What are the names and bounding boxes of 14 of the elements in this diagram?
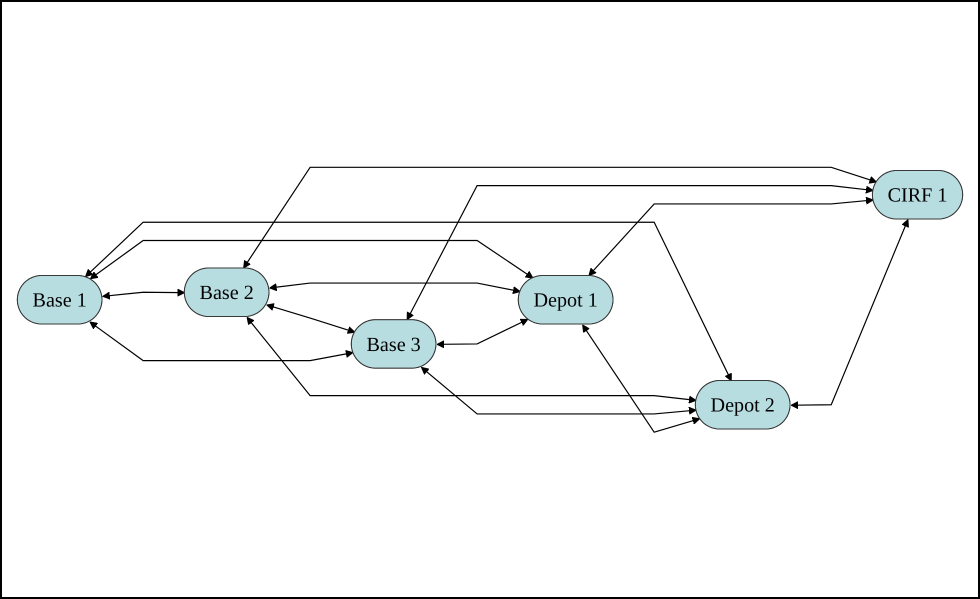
arrow: [268, 282, 521, 294]
arrow: [90, 240, 534, 279]
arrow: [420, 366, 697, 414]
arrow: [588, 196, 874, 276]
arrow: [89, 321, 354, 361]
arrow: [85, 221, 732, 382]
arrow: [266, 302, 356, 334]
arrow: [436, 318, 528, 348]
arrow: [246, 316, 697, 404]
arrow: [406, 184, 874, 320]
arrow: [582, 324, 700, 433]
arrow: [102, 288, 186, 300]
arrow: [790, 218, 909, 409]
arrow: [243, 166, 878, 268]
